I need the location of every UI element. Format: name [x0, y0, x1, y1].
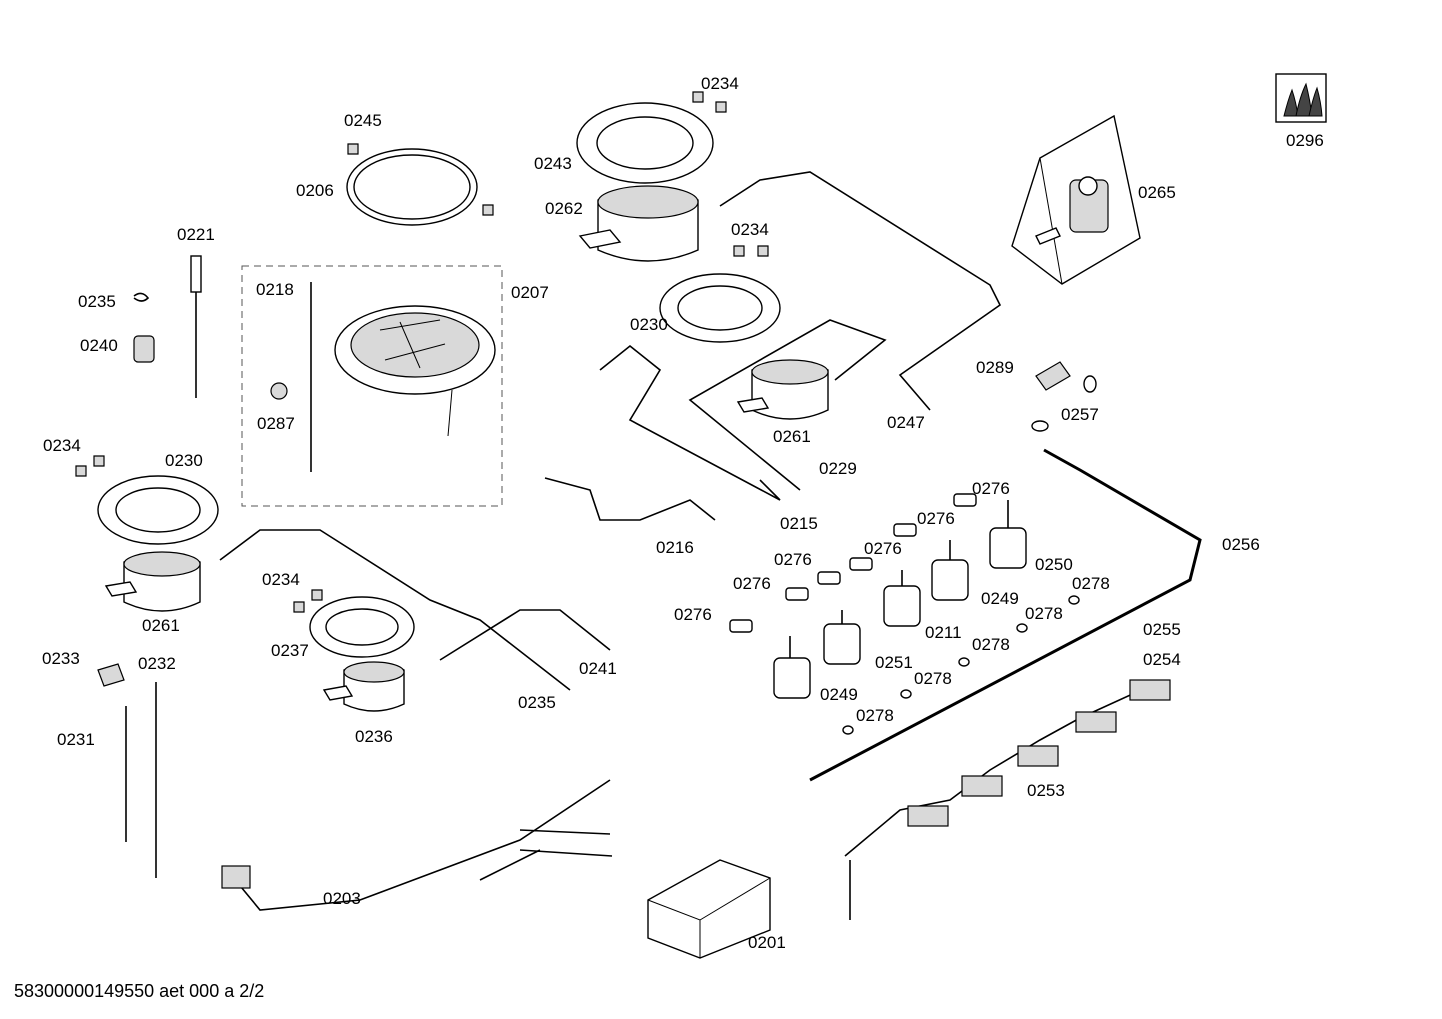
label-0250: 0250	[1035, 555, 1073, 574]
gasket-0243	[576, 102, 714, 184]
label-0206: 0206	[296, 181, 334, 200]
gas-pipe-0229	[688, 319, 887, 491]
label-0276-e: 0276	[733, 574, 771, 593]
nut-0287	[270, 382, 288, 400]
label-0241: 0241	[579, 659, 617, 678]
label-0276-c: 0276	[864, 539, 902, 558]
label-0234-b: 0234	[731, 220, 769, 239]
label-0255: 0255	[1143, 620, 1181, 639]
label-0234-d: 0234	[262, 570, 300, 589]
label-0218: 0218	[256, 280, 294, 299]
label-0276-f: 0276	[674, 605, 712, 624]
burner-cup-0236	[322, 661, 405, 712]
spindle-seals-0276	[729, 493, 977, 633]
label-0256: 0256	[1222, 535, 1260, 554]
label-0257: 0257	[1061, 405, 1099, 424]
label-0249-b: 0249	[820, 685, 858, 704]
label-0203: 0203	[323, 889, 361, 908]
burner-cup-0262	[578, 185, 699, 262]
burner-ring-0206	[346, 148, 478, 226]
label-0276-d: 0276	[774, 550, 812, 569]
label-0245: 0245	[344, 111, 382, 130]
label-0278-d: 0278	[914, 669, 952, 688]
label-0201: 0201	[748, 933, 786, 952]
burner-body-0207	[334, 305, 496, 437]
screw-0206b	[482, 204, 494, 216]
gasket-0237	[309, 596, 415, 658]
gasket-0230-left	[97, 475, 219, 545]
gas-pipe-0215	[544, 477, 716, 521]
label-0262: 0262	[545, 199, 583, 218]
label-0231: 0231	[57, 730, 95, 749]
gasket-0230-mid	[659, 273, 781, 343]
label-0243: 0243	[534, 154, 572, 173]
label-0276-a: 0276	[972, 479, 1010, 498]
label-0296: 0296	[1286, 131, 1324, 150]
gas-pipe-0247	[719, 171, 1002, 411]
label-0247: 0247	[887, 413, 925, 432]
label-0287: 0287	[257, 414, 295, 433]
gas-pipe-0216	[599, 344, 781, 501]
gas-valves	[773, 500, 1027, 699]
label-0211: 0211	[925, 623, 962, 642]
burner-cup-0261-left	[104, 551, 201, 612]
gas-pipe-0241	[439, 609, 611, 661]
gas-pipe-0235	[219, 529, 571, 691]
label-0230-b: 0230	[165, 451, 203, 470]
label-0254: 0254	[1143, 650, 1181, 669]
label-0261-a: 0261	[773, 427, 811, 446]
label-0207: 0207	[511, 283, 549, 302]
switch-blocks-0253	[907, 679, 1171, 827]
label-0236: 0236	[355, 727, 393, 746]
label-0234-c: 0234	[43, 436, 81, 455]
label-0276-b: 0276	[917, 509, 955, 528]
label-0278-e: 0278	[856, 706, 894, 725]
label-0235-b: 0235	[518, 693, 556, 712]
label-0251: 0251	[875, 653, 913, 672]
label-0240: 0240	[80, 336, 118, 355]
label-0278-a: 0278	[1072, 574, 1110, 593]
burner-cup-0261-center	[736, 359, 829, 420]
washer-0257	[1083, 375, 1097, 393]
label-0232: 0232	[138, 654, 176, 673]
label-0237: 0237	[271, 641, 309, 660]
label-0278-c: 0278	[972, 635, 1010, 654]
clip-0235	[133, 292, 150, 302]
label-0216: 0216	[656, 538, 694, 557]
burner-assembly-box	[241, 265, 503, 507]
label-0229: 0229	[819, 459, 857, 478]
washer-0257b	[1031, 420, 1049, 432]
label-0230-a: 0230	[630, 315, 668, 334]
ignition-cable-0203	[231, 779, 613, 911]
label-0249-a: 0249	[981, 589, 1019, 608]
label-0234-a: 0234	[701, 74, 739, 93]
gas-flame-icon	[1275, 73, 1327, 123]
document-id-footer: 58300000149550 aet 000 a 2/2	[14, 981, 265, 1001]
orings-0278	[842, 595, 1080, 735]
elbow-0289	[1035, 361, 1071, 391]
label-0289: 0289	[976, 358, 1014, 377]
label-0221: 0221	[177, 225, 215, 244]
clip-0233	[97, 663, 125, 687]
label-0233: 0233	[42, 649, 80, 668]
label-0261-b: 0261	[142, 616, 180, 635]
screw-0245	[347, 143, 359, 155]
label-0253: 0253	[1027, 781, 1065, 800]
gas-rail-0256	[809, 448, 1202, 782]
label-0215: 0215	[780, 514, 818, 533]
label-0278-b: 0278	[1025, 604, 1063, 623]
label-0265: 0265	[1138, 183, 1176, 202]
nipple-0240	[133, 335, 155, 363]
spark-module-0201	[647, 859, 771, 959]
gas-tap-card	[1011, 114, 1141, 285]
label-0235-a: 0235	[78, 292, 116, 311]
